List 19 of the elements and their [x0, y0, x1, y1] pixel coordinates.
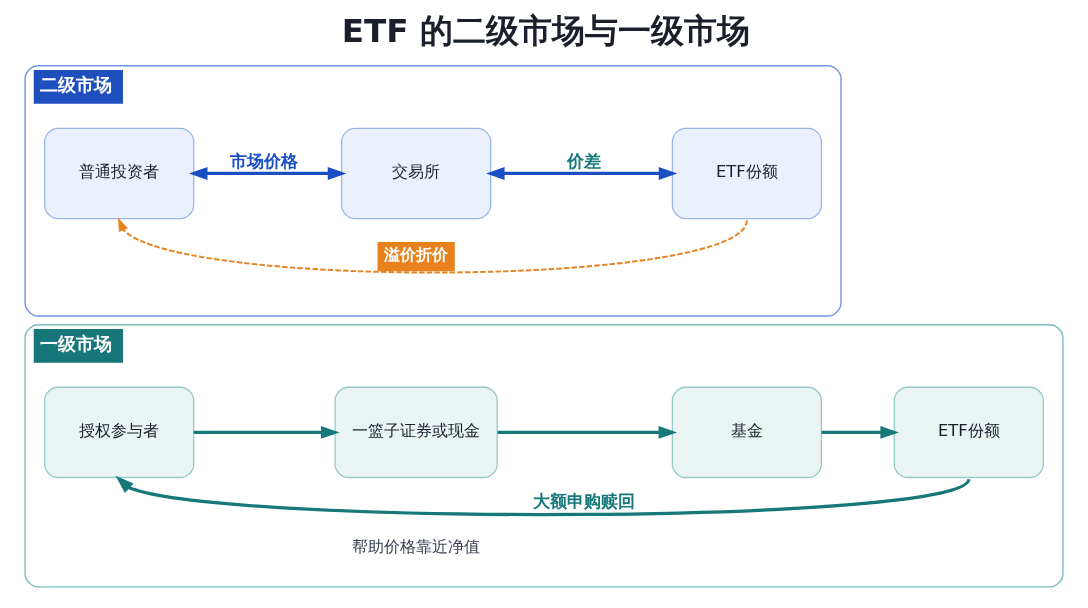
- node-box: ETF份额: [893, 386, 1044, 479]
- edge-label: 大额申购赎回: [533, 491, 636, 512]
- node-box: 一篮子证券或现金: [334, 386, 498, 479]
- label: 帮助价格靠近净值: [352, 536, 481, 556]
- node-box: 普通投资者: [44, 127, 195, 220]
- node-box: 交易所: [341, 127, 492, 220]
- arrow: [188, 166, 347, 180]
- arrow: [821, 425, 899, 439]
- arrow: [497, 425, 678, 439]
- node-box: 授权参与者: [44, 386, 195, 479]
- node-box: 基金: [671, 386, 823, 479]
- edge-label: 市场价格: [229, 150, 298, 171]
- arrow: [115, 475, 970, 517]
- arrow: [193, 425, 340, 439]
- edge-label: 溢价折价: [383, 244, 448, 264]
- diagram-title: ETF 的二级市场与一级市场: [341, 11, 750, 50]
- edge-label: 价差: [567, 150, 602, 171]
- node-box: ETF份额: [671, 127, 823, 220]
- arrow: [486, 166, 678, 180]
